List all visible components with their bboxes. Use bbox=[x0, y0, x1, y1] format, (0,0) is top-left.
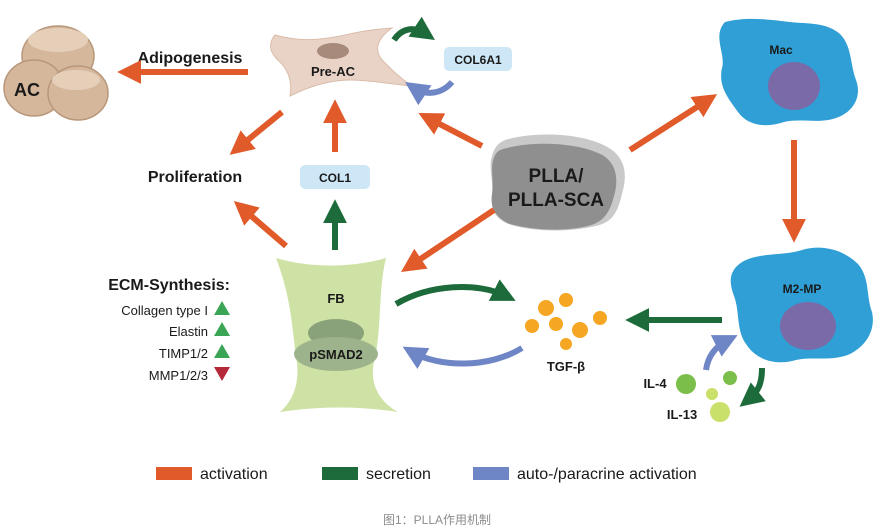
pre-ac-label: Pre-AC bbox=[311, 64, 356, 79]
col1-label: COL1 bbox=[319, 171, 351, 185]
arrow-plla-to-fb bbox=[401, 207, 496, 272]
arrow-tgf-to-fb bbox=[402, 345, 524, 369]
il4-dot bbox=[723, 371, 737, 385]
mechanism-diagram: AC Pre-AC COL6A1 COL1 PLLA/ PLLA-SCA Mac… bbox=[3, 16, 873, 483]
ecm-item-label: Collagen type I bbox=[121, 303, 208, 318]
activation-arrows bbox=[117, 60, 806, 272]
tgf-dot bbox=[572, 322, 588, 338]
ecm-synthesis-block: ECM-Synthesis: Collagen type I Elastin T… bbox=[108, 277, 230, 383]
tgf-dot bbox=[549, 317, 563, 331]
up-triangle-icon bbox=[214, 301, 230, 315]
tgf-dot bbox=[560, 338, 572, 350]
arrow-il-to-m2mp bbox=[703, 335, 738, 371]
plla-label-line1: PLLA/ bbox=[529, 166, 585, 187]
col6a1-tag: COL6A1 bbox=[444, 47, 512, 71]
tgf-dot bbox=[538, 300, 554, 316]
m2mp-label: M2-MP bbox=[783, 282, 822, 296]
arrow-plla-to-mac bbox=[628, 94, 718, 153]
mac-nucleus bbox=[768, 62, 820, 110]
arrow-fb-to-proliferation bbox=[233, 200, 288, 249]
il13-dot bbox=[710, 402, 730, 422]
up-triangle-icon bbox=[214, 322, 230, 336]
legend-label-activation: activation bbox=[200, 466, 268, 483]
ecm-item-label: Elastin bbox=[169, 324, 208, 339]
legend: activation secretion auto-/paracrine act… bbox=[156, 466, 697, 483]
psmad2-nucleus bbox=[294, 337, 378, 371]
ac-cell-right bbox=[47, 65, 109, 121]
legend-label-autoparacrine: auto-/paracrine activation bbox=[517, 466, 697, 483]
arrow-plla-to-preac bbox=[418, 113, 484, 149]
tgf-beta-dots: TGF-β bbox=[525, 293, 607, 374]
il4-dot bbox=[676, 374, 696, 394]
il4-label: IL-4 bbox=[643, 376, 667, 391]
mac-cell: Mac bbox=[719, 18, 858, 126]
tgf-dot bbox=[593, 311, 607, 325]
figure-caption: 图1：PLLA作用机制 bbox=[382, 513, 492, 527]
plla-label-line2: PLLA-SCA bbox=[508, 190, 604, 211]
ecm-item-label: TIMP1/2 bbox=[159, 346, 208, 361]
arrow-m2mp-to-il bbox=[739, 367, 766, 407]
adipogenesis-label: Adipogenesis bbox=[138, 50, 243, 67]
mac-label: Mac bbox=[769, 43, 793, 57]
plla-blob: PLLA/ PLLA-SCA bbox=[490, 134, 625, 231]
tgf-dot bbox=[559, 293, 573, 307]
autoparacrine-arrows bbox=[402, 79, 738, 371]
tgf-beta-label: TGF-β bbox=[547, 359, 585, 374]
m2mp-cell: M2-MP bbox=[730, 247, 873, 363]
legend-swatch-autoparacrine bbox=[473, 467, 509, 480]
up-triangle-icon bbox=[214, 344, 230, 358]
legend-swatch-activation bbox=[156, 467, 192, 480]
arrow-fb-to-tgf bbox=[394, 279, 516, 307]
il13-label: IL-13 bbox=[667, 407, 697, 422]
arrow-col6a1-to-preac bbox=[405, 79, 455, 106]
ecm-title: ECM-Synthesis: bbox=[108, 277, 230, 294]
interleukin-dots: IL-4 IL-13 bbox=[643, 371, 737, 422]
m2mp-nucleus bbox=[780, 302, 836, 350]
pre-ac-nucleus bbox=[317, 43, 349, 59]
arrow-preac-to-col6a1 bbox=[391, 16, 435, 42]
il13-dot bbox=[706, 388, 718, 400]
legend-label-secretion: secretion bbox=[366, 466, 431, 483]
tgf-dot bbox=[525, 319, 539, 333]
secretion-arrows bbox=[323, 16, 766, 407]
proliferation-label: Proliferation bbox=[148, 169, 242, 186]
fb-cell: FB pSMAD2 bbox=[276, 258, 398, 412]
pre-ac-cell: Pre-AC bbox=[270, 27, 413, 97]
col1-tag: COL1 bbox=[300, 165, 370, 189]
arrow-preac-to-proliferation bbox=[229, 109, 284, 155]
down-triangle-icon bbox=[214, 367, 230, 381]
ac-label: AC bbox=[14, 80, 40, 100]
ecm-item-label: MMP1/2/3 bbox=[149, 368, 208, 383]
ac-cell-group: AC bbox=[3, 25, 109, 121]
col6a1-label: COL6A1 bbox=[454, 53, 502, 67]
fb-label: FB bbox=[327, 291, 344, 306]
legend-swatch-secretion bbox=[322, 467, 358, 480]
psmad2-label: pSMAD2 bbox=[309, 347, 362, 362]
